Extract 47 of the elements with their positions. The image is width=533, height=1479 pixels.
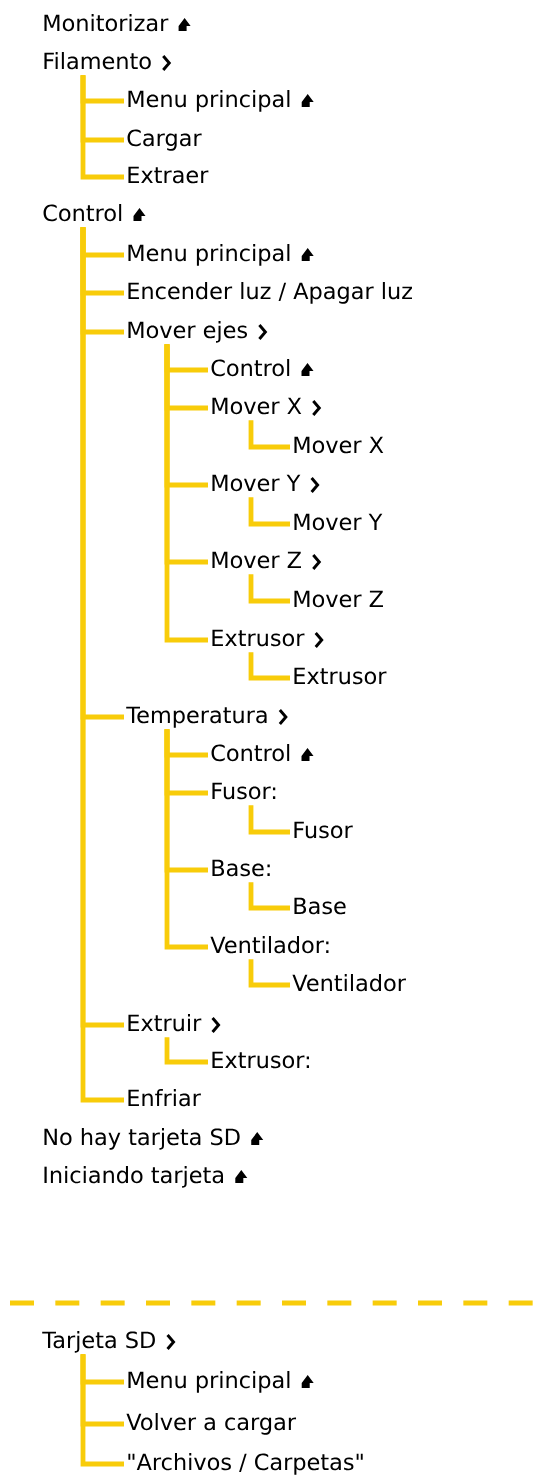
menu-item: Fusor: <box>212 782 276 800</box>
menu-item: Iniciando tarjeta <box>44 1166 223 1188</box>
menu-item: Extraer <box>128 166 209 184</box>
tree-connector <box>248 882 290 911</box>
menu-item: Tarjeta SD <box>42 1331 155 1353</box>
menu-item: Extrusor: <box>212 1051 309 1069</box>
menu-item: Extruir <box>128 1014 202 1032</box>
tree-connector <box>164 344 208 643</box>
tree-connector <box>80 75 124 180</box>
menu-item: Mover Y <box>212 474 301 492</box>
menu-item: Control <box>211 359 290 377</box>
tree-connector <box>248 805 290 835</box>
menu-item: Menu principal <box>128 90 290 112</box>
menu-item: Filamento <box>44 52 151 70</box>
menu-item: Mover ejes <box>128 321 247 343</box>
tree-connector <box>248 652 290 681</box>
menu-item: Volver a cargar <box>126 1413 297 1435</box>
tree-connector <box>248 574 290 604</box>
menu-item: Encender luz / Apagar luz <box>128 282 412 304</box>
menu-item: "Archivos / Carpetas" <box>128 1453 363 1475</box>
menu-item: Temperatura <box>126 706 267 728</box>
tree-connector <box>80 1354 124 1467</box>
menu-item: Menu principal <box>128 244 290 266</box>
tree-connector <box>164 729 208 950</box>
menu-item: Control <box>211 744 290 762</box>
menu-item: Control <box>43 204 122 222</box>
menu-item: Fusor <box>294 821 353 839</box>
menu-item: No hay tarjeta SD <box>44 1128 240 1150</box>
menu-item: Mover Y <box>294 513 383 531</box>
menu-item: Mover X <box>212 397 302 415</box>
menu-item: Menu principal <box>128 1371 290 1393</box>
menu-item: Mover Z <box>294 590 383 608</box>
menu-item: Extrusor <box>212 629 305 647</box>
menu-item: Base: <box>212 859 270 877</box>
menu-item: Extrusor <box>294 667 387 685</box>
tree-connector <box>248 420 290 450</box>
menu-item: Mover Z <box>212 551 301 569</box>
menu-item: Ventilador: <box>210 936 329 954</box>
menu-item: Mover X <box>294 436 384 454</box>
tree-connector <box>248 959 290 988</box>
tree-connector <box>248 497 290 527</box>
menu-item: Enfriar <box>128 1089 201 1107</box>
tree-connector <box>164 1037 208 1065</box>
menu-item: Base <box>294 897 346 915</box>
menu-item: Cargar <box>127 129 202 151</box>
menu-item: Monitorizar <box>44 14 169 32</box>
menu-item: Ventilador <box>292 974 406 992</box>
